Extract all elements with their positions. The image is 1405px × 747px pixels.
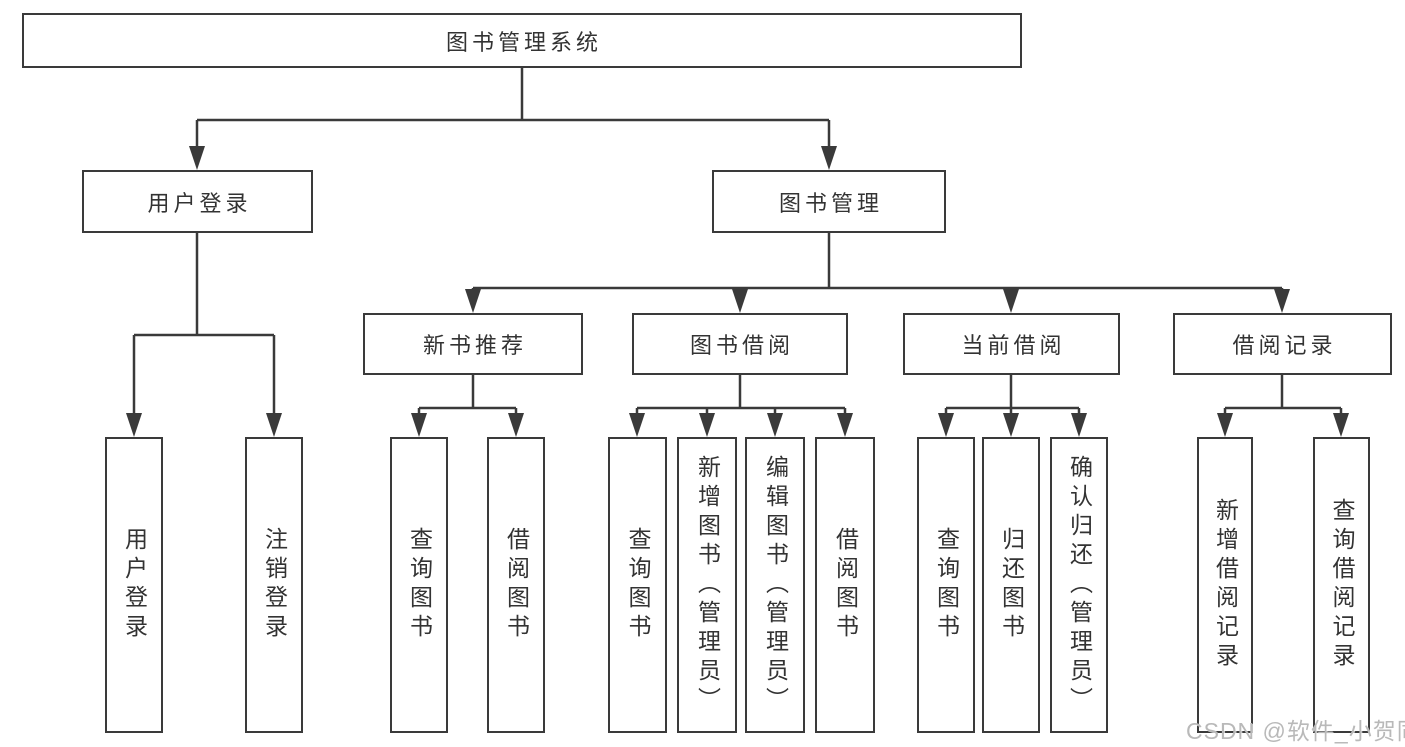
node-borrow-records: 借阅记录 bbox=[1173, 313, 1392, 375]
node-new-book-recommend: 新书推荐 bbox=[363, 313, 583, 375]
leaf-borrow-add-book-admin: 新增图书（管理员） bbox=[677, 437, 737, 733]
leaf-newrec-borrow-book: 借阅图书 bbox=[487, 437, 545, 733]
leaf-logout: 注销登录 bbox=[245, 437, 303, 733]
csdn-watermark: CSDN @软件_小贺同学 bbox=[1186, 718, 1405, 744]
leaf-borrow-query-book: 查询图书 bbox=[608, 437, 667, 733]
node-book-borrow: 图书借阅 bbox=[632, 313, 848, 375]
leaf-newrec-query-book: 查询图书 bbox=[390, 437, 448, 733]
leaf-borrow-edit-book-admin: 编辑图书（管理员） bbox=[745, 437, 805, 733]
leaf-borrow-borrow-book: 借阅图书 bbox=[815, 437, 875, 733]
node-library-management-system: 图书管理系统 bbox=[22, 13, 1022, 68]
leaf-current-confirm-return-admin: 确认归还（管理员） bbox=[1050, 437, 1108, 733]
leaf-current-query-book: 查询图书 bbox=[917, 437, 975, 733]
node-current-borrow: 当前借阅 bbox=[903, 313, 1120, 375]
leaf-user-login: 用户登录 bbox=[105, 437, 163, 733]
node-book-management: 图书管理 bbox=[712, 170, 946, 233]
leaf-records-add-record: 新增借阅记录 bbox=[1197, 437, 1253, 733]
leaf-records-query-record: 查询借阅记录 bbox=[1313, 437, 1370, 733]
node-user-login: 用户登录 bbox=[82, 170, 313, 233]
leaf-current-return-book: 归还图书 bbox=[982, 437, 1040, 733]
